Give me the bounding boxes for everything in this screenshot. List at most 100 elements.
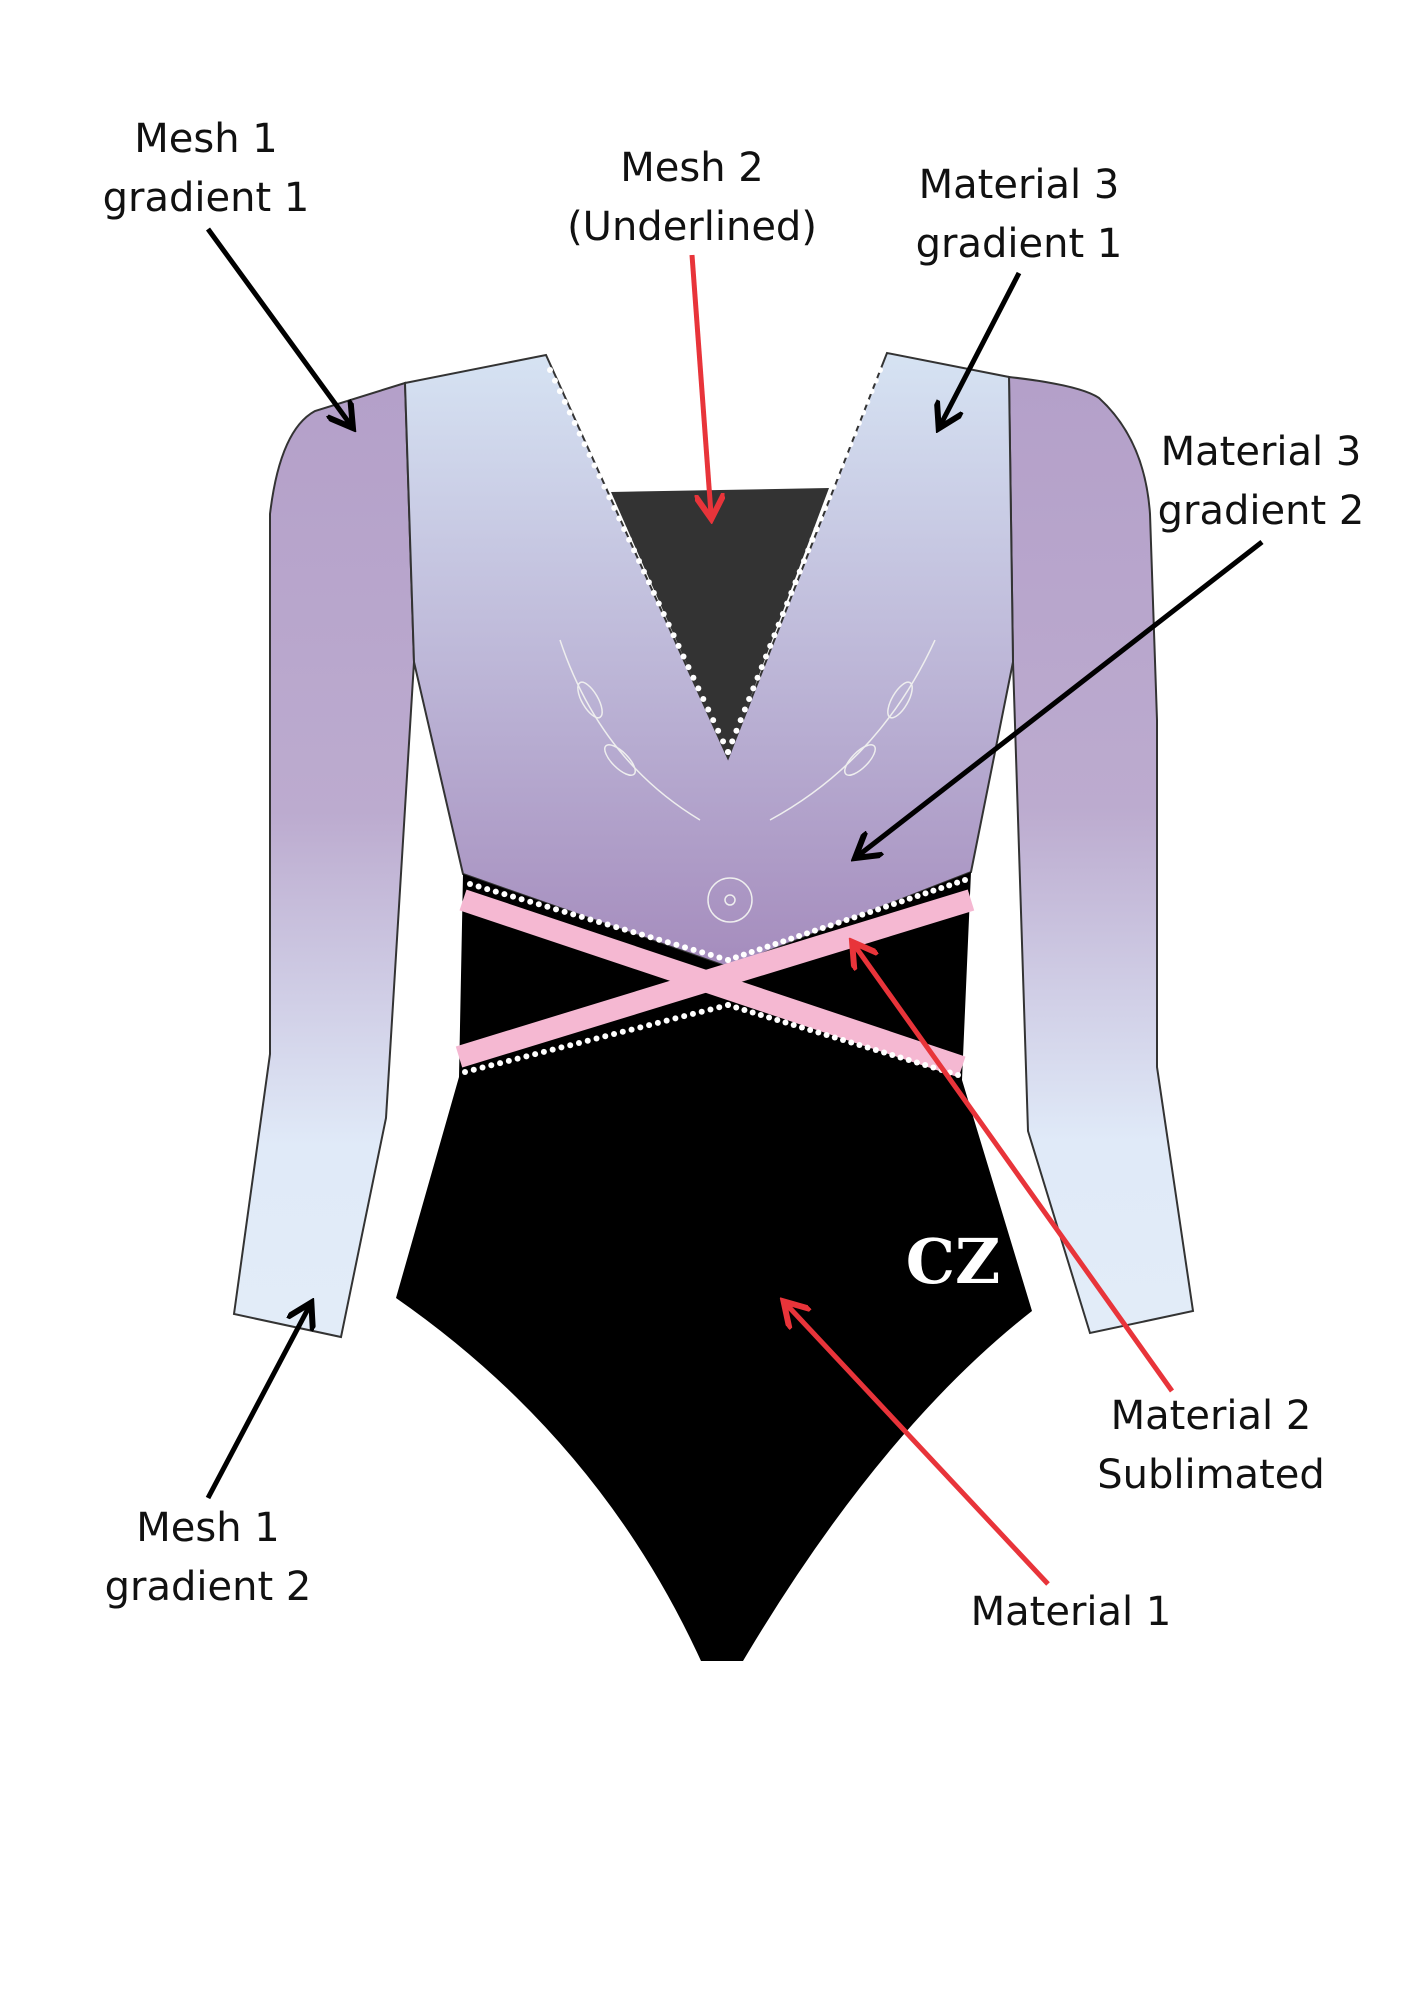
rhinestone [596,919,602,925]
rhinestone [898,898,905,905]
rhinestone [756,946,763,953]
rhinestone [637,1024,644,1031]
rhinestone [621,526,628,533]
rhinestone [930,1064,937,1071]
rhinestone [827,922,834,929]
label-material1: Material 1 [971,1589,1172,1635]
rhinestone [523,1053,530,1060]
rhinestone [527,898,534,905]
rhinestone [798,1024,805,1031]
rhinestone [775,621,782,628]
rhinestone [544,903,551,910]
rhinestone [716,954,723,961]
rhinestone [535,901,542,908]
rhinestone [705,706,712,713]
rhinestone [851,430,858,437]
rhinestone [809,536,816,543]
rhinestone [699,949,706,956]
rhinestone [532,1051,539,1058]
right-sleeve [1007,375,1195,1335]
rhinestone [576,430,583,437]
rhinestone [575,1039,582,1046]
rhinestone [729,738,736,745]
rhinestone [593,1035,600,1042]
rhinestone [675,642,682,649]
rhinestone [922,1062,929,1068]
rhinestone [855,420,862,427]
rhinestone [955,1072,961,1078]
rhinestone [518,896,525,903]
rhinestone [725,1002,731,1008]
rhinestone [843,917,850,923]
rhinestone [962,877,968,883]
rhinestone [906,895,913,902]
rhinestone [602,1033,609,1040]
rhinestone [636,558,642,564]
rhinestone [831,1034,838,1041]
rhinestone [788,589,795,596]
rhinestone [905,1057,912,1063]
rhinestone [470,1066,477,1073]
rhinestones [462,367,968,1078]
rhinestone [673,941,680,948]
rhinestone [587,916,594,923]
rhinestone [835,919,842,926]
rhinestone [801,558,807,564]
arrow-mesh1-gradient1 [205,227,350,424]
rhinestone [737,717,744,724]
rhinestone [484,886,491,893]
rhinestone [788,935,795,942]
rhinestone [604,921,611,928]
rhinestone [639,931,645,938]
rhinestone [805,547,812,554]
arrow-material1 [787,1305,1050,1586]
rhinestone [606,494,613,501]
rhinestone [868,388,875,395]
rhinestone [780,938,787,945]
rhinestone [867,909,874,915]
rhinestone [856,1042,863,1048]
rhinestone [631,547,638,554]
rhinestone [626,536,633,543]
rhinestone [811,927,818,934]
rhinestone [660,611,667,618]
rhinestone [584,1037,591,1044]
rhinestone [616,515,623,522]
rhinestone [578,913,585,920]
floral-embroidery [559,639,936,923]
rhinestone [492,888,499,895]
rhinestone [725,957,731,963]
rhinestone [851,914,858,921]
rhinestone [551,377,558,384]
rhinestone [685,664,692,671]
rhinestone [680,653,687,660]
rhinestone [707,1006,714,1013]
rhinestone [790,1022,797,1028]
rhinestone [847,441,854,448]
rhinestone [872,377,879,384]
rhinestone [690,946,697,953]
rhinestone [834,473,841,480]
rhinestone [922,890,929,897]
rhinestone [767,642,774,649]
rhinestone [774,1017,781,1023]
rhinestone [741,1007,748,1013]
rhinestone [700,695,707,702]
rhinestone [782,1019,789,1026]
rhinestone [890,901,897,907]
rhinestone [864,398,871,405]
rhinestone [689,1010,696,1017]
rhinestone [822,504,829,511]
rhinestone [807,1027,814,1033]
rhinestone [549,1046,556,1053]
rhinestone [749,1009,756,1016]
rhinestone [547,367,553,373]
rhinestone [710,717,717,724]
rhinestone [877,367,883,373]
rhinestone [670,632,677,639]
rhinestone [823,1032,830,1038]
arrow-mesh2 [689,254,711,514]
rhinestone [571,420,578,427]
rhinestone [813,526,820,533]
